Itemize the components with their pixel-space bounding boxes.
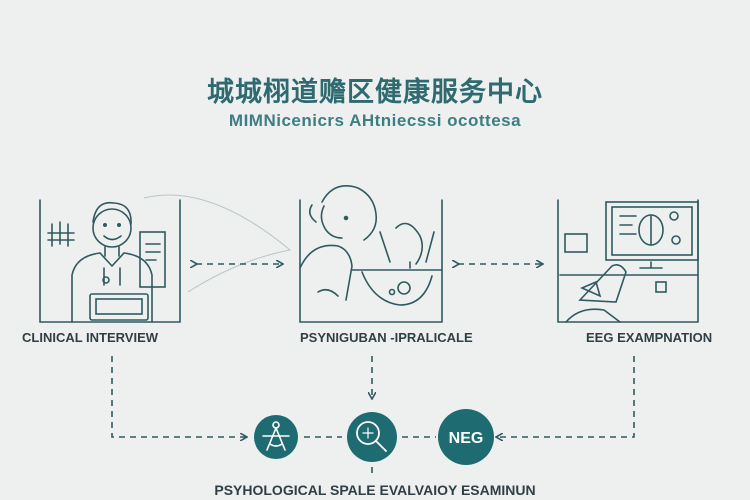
neg-node: NEG — [438, 409, 494, 465]
eeg-monitor — [559, 201, 699, 323]
compass-icon — [262, 421, 290, 451]
clinical-interview-panel — [39, 199, 181, 323]
psychological-panel — [299, 185, 443, 323]
scale-evaluation-label: PSYHOLOGICAL SPALE EVALVAIOY ESAMINUN — [214, 482, 536, 498]
neg-node-label: NEG — [449, 430, 484, 447]
magnifier-node — [347, 412, 397, 462]
eeg-panel — [557, 199, 699, 323]
connectors — [111, 264, 635, 478]
arrow-interview-to-node — [111, 356, 246, 437]
compass-node — [254, 415, 298, 459]
diagram-title: 城城栩道赡区健康服务中心 — [207, 77, 543, 108]
clinical-interview-label: CLINICAL INTERVIEW — [22, 330, 159, 345]
arrow-eeg-to-node — [497, 356, 635, 437]
psychological-label: PSYNIGUBAN -IPRALICALE — [300, 330, 473, 345]
doctor-illustration — [71, 201, 166, 323]
diagram-subtitle: MIMNicenicrs AHtniecssi ocottesa — [228, 111, 522, 130]
eeg-examination-label: EEG EXAMPNATION — [586, 330, 713, 345]
patient-illustration — [299, 185, 443, 306]
decorative-curve — [143, 194, 292, 293]
magnifier-icon — [356, 421, 387, 452]
notes-sketch — [47, 221, 75, 247]
